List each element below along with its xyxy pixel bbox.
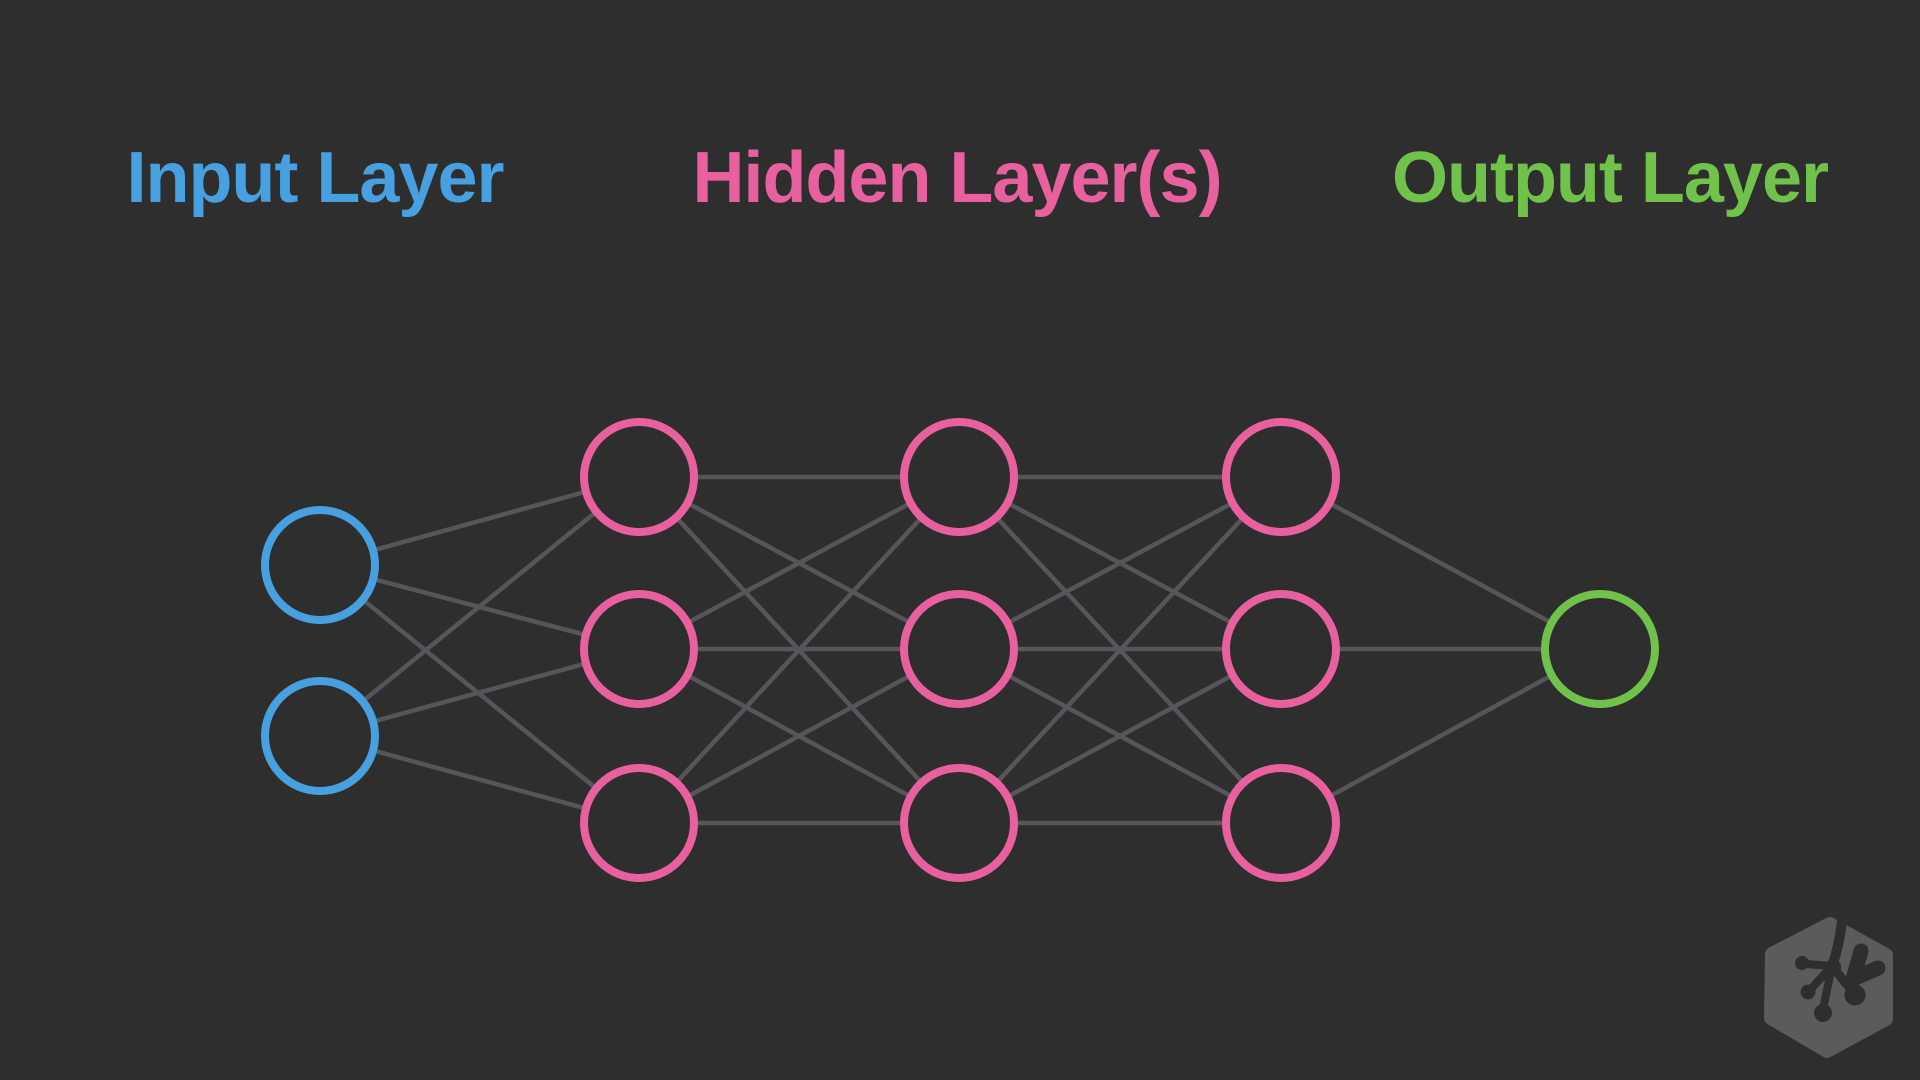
hidden-layer-label: Hidden Layer(s) xyxy=(692,138,1222,218)
edge-hidden-2-to-hidden-3 xyxy=(957,475,1283,651)
hidden-1-node-3 xyxy=(580,764,698,882)
hexagon-neuron-logo-icon xyxy=(1764,916,1893,1058)
edge-hidden-1-to-hidden-2 xyxy=(637,647,961,825)
hidden-3-node-3 xyxy=(1222,764,1340,882)
input-layer-label: Input Layer xyxy=(126,138,504,218)
edge-hidden-2-to-hidden-3 xyxy=(957,475,1283,825)
nodes-group xyxy=(261,418,1659,882)
hidden-3-node-2 xyxy=(1222,590,1340,708)
hidden-2-node-3 xyxy=(900,764,1018,882)
input-node-2 xyxy=(261,677,379,795)
edge-hidden-2-to-hidden-3 xyxy=(957,647,1283,825)
hidden-1-node-1 xyxy=(580,418,698,536)
hidden-1-node-2 xyxy=(580,590,698,708)
edge-hidden-1-to-hidden-2 xyxy=(637,475,961,651)
edge-hidden-3-to-output xyxy=(1279,475,1602,651)
edge-hidden-1-to-hidden-2 xyxy=(637,475,961,825)
edge-input-to-hidden-1 xyxy=(318,475,641,738)
hidden-2-node-2 xyxy=(900,590,1018,708)
edge-hidden-3-to-output xyxy=(1279,647,1602,825)
hidden-3-node-1 xyxy=(1222,418,1340,536)
output-layer-label: Output Layer xyxy=(1391,138,1829,218)
input-node-1 xyxy=(261,506,379,624)
output-node-1 xyxy=(1541,590,1659,708)
hidden-2-node-1 xyxy=(900,418,1018,536)
